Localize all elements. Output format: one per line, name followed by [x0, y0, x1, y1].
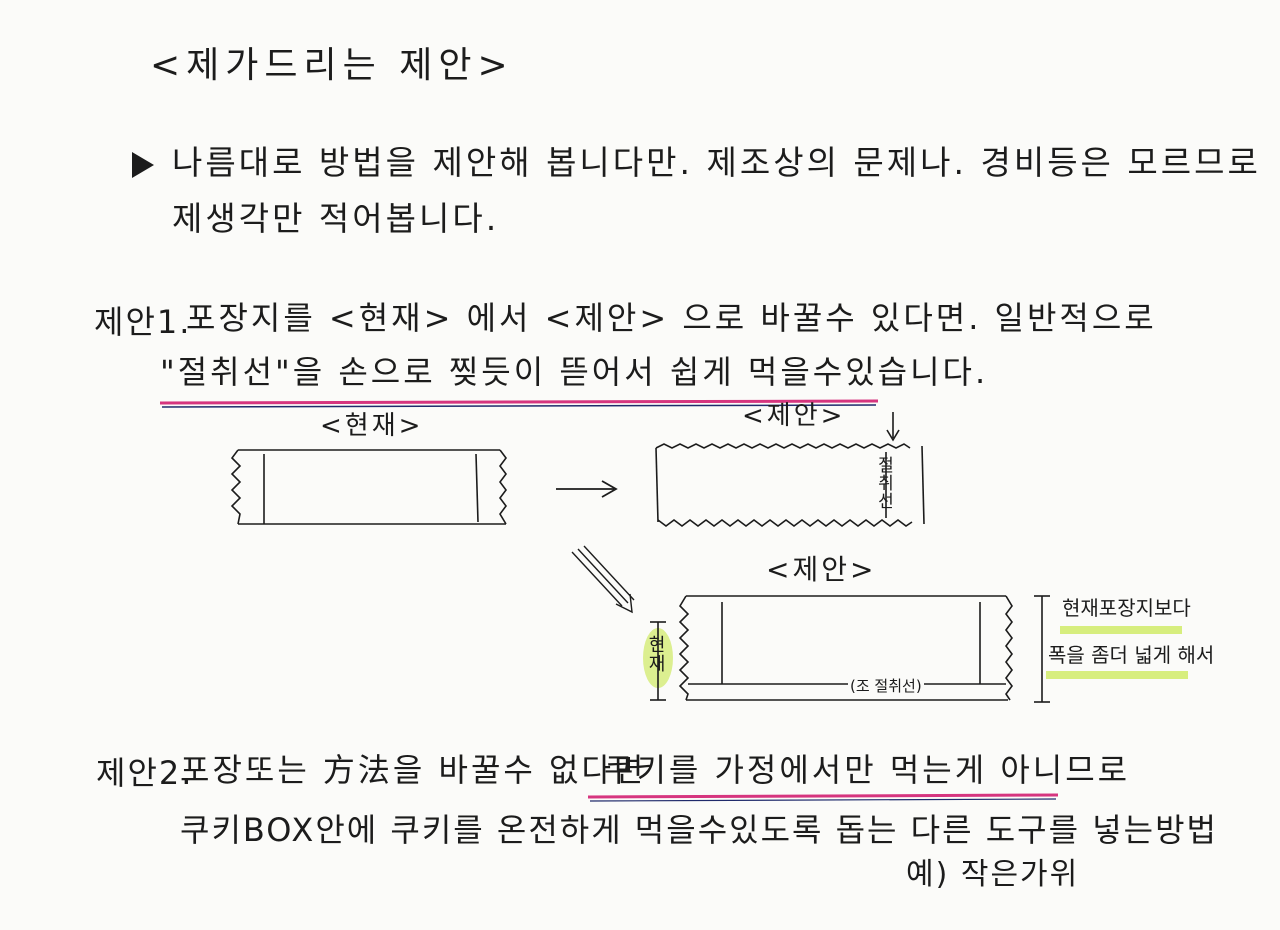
proposal2-label: 제안2.	[96, 754, 194, 792]
bullet-triangle-icon	[132, 152, 154, 178]
proposal2-line1-a: 포장또는 方法을 바꿀수 없다면	[180, 751, 647, 789]
side-note-line1: 현재포장지보다	[1062, 596, 1191, 620]
intro-line2: 제생각만 적어봅니다.	[172, 199, 500, 238]
side-note-line2: 폭을 좀더 넓게 해서	[1048, 643, 1215, 667]
proposal-wide-package-drawing	[678, 595, 1013, 701]
proposal-package-drawing	[655, 443, 925, 527]
current-package-drawing	[230, 449, 507, 525]
tear-line-vertical-label: 절취선	[878, 456, 894, 512]
arrow-right-icon	[556, 480, 618, 498]
proposal2-example: 예) 작은가위	[906, 857, 1080, 892]
arrow-down-icon	[886, 412, 900, 442]
underline-proposal1	[159, 399, 879, 405]
current-bracket-left	[650, 621, 666, 701]
proposal1-line2: "절취선"을 손으로 찢듯이 뜯어서 쉽게 먹을수있습니다.	[160, 353, 989, 391]
proposal1-label: 제안1.	[94, 303, 192, 341]
current-marker-label: 현재	[648, 635, 666, 675]
underline-proposal2	[587, 793, 1059, 799]
diagonal-arrow-icon	[571, 545, 635, 614]
intro-line1: 나름대로 방법을 제안해 봅니다만. 제조상의 문제나. 경비등은 모르므로	[172, 143, 1261, 182]
cut-line-label: (조 절취선)	[848, 675, 924, 696]
current-heading: <현재>	[320, 411, 424, 441]
proposal2-line2: 쿠키BOX안에 쿠키를 온전하게 먹을수있도록 돕는 다른 도구를 넣는방법	[180, 811, 1218, 849]
proposal-wide-heading: <제안>	[766, 553, 877, 586]
proposal2-line1-b: 쿠키를 가정에서만 먹는게 아니므로	[604, 751, 1131, 789]
highlight-side-note2	[1046, 671, 1188, 679]
width-bracket-right	[1034, 595, 1050, 703]
highlight-side-note1	[1060, 626, 1182, 634]
proposal1-line1: 포장지를 <현재> 에서 <제안> 으로 바꿀수 있다면. 일반적으로	[186, 299, 1157, 337]
page-title: <제가드리는 제안>	[150, 45, 514, 86]
proposal-heading: <제안>	[742, 401, 846, 431]
